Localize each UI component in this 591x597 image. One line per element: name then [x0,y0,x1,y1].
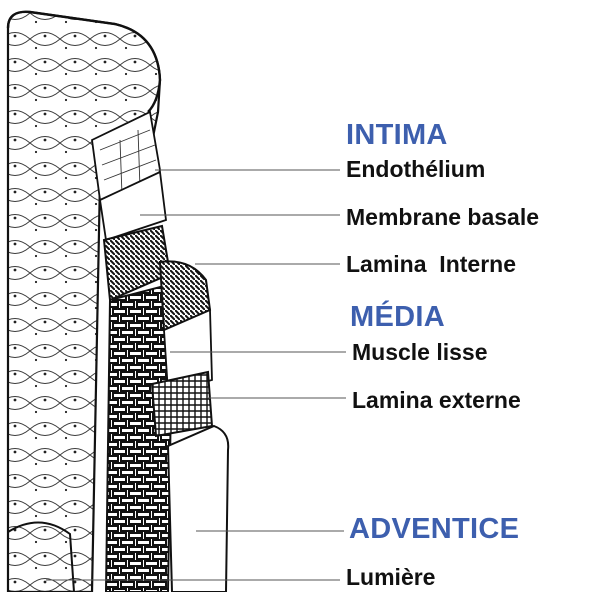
label-lumiere: Lumière [346,566,435,589]
label-muscle-lisse: Muscle lisse [352,341,488,364]
section-label-intima: INTIMA [346,121,448,150]
label-endothelium: Endothélium [346,158,485,181]
label-membrane-basale: Membrane basale [346,206,539,229]
adventice-layer [168,426,228,592]
media-layer [106,285,172,592]
label-lamina-externe: Lamina externe [352,389,521,412]
section-label-adventice: ADVENTICE [349,515,519,544]
lamina-externe-layer [152,372,212,436]
label-lamina-interne: Lamina Interne [346,253,516,276]
section-label-media: MÉDIA [350,303,445,332]
